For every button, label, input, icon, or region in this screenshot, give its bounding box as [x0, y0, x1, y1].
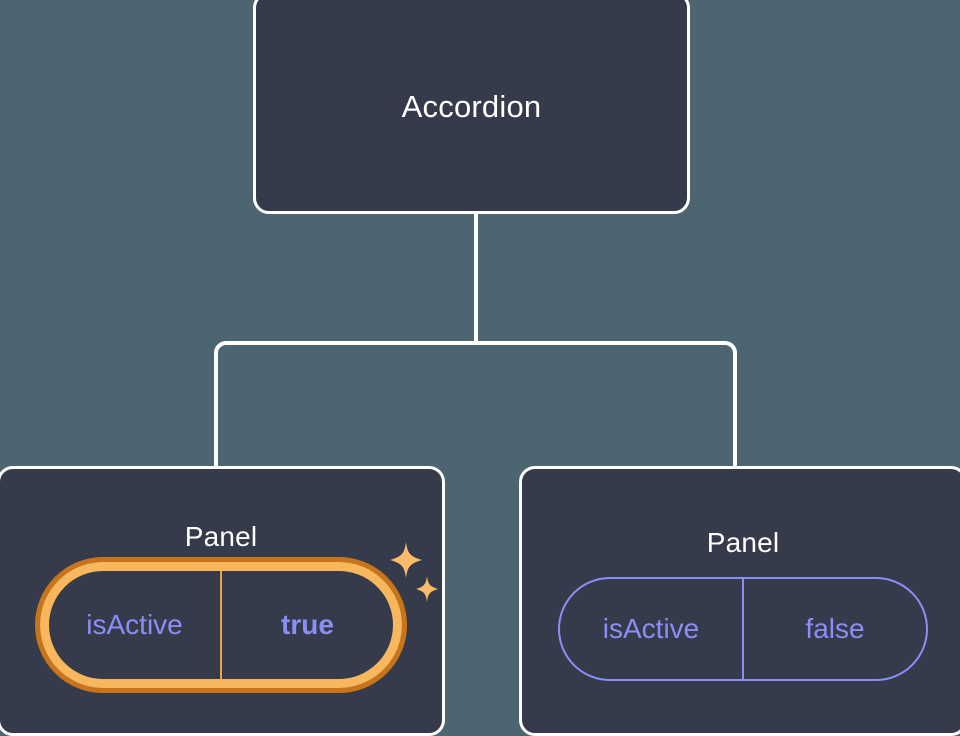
prop-pill-inner: isActive true	[40, 562, 402, 688]
node-accordion-title: Accordion	[401, 89, 542, 124]
node-panel-left[interactable]: Panel isActive true	[0, 466, 445, 736]
prop-pill-isactive-false[interactable]: isActive false	[558, 577, 928, 681]
edge-root-to-panel-left	[214, 341, 476, 470]
prop-pill-highlight-ring	[35, 557, 407, 693]
node-panel-left-title: Panel	[184, 521, 258, 552]
prop-name-isactive: isActive	[86, 609, 183, 640]
node-accordion[interactable]: Accordion	[253, 0, 690, 214]
edge-root-to-panel-right	[476, 341, 737, 470]
prop-value-true: true	[220, 571, 393, 679]
prop-name-isactive: isActive	[602, 613, 700, 644]
node-panel-right-title: Panel	[706, 527, 780, 558]
prop-value-false: false	[742, 579, 926, 679]
prop-pill-isactive-true[interactable]: isActive true	[35, 557, 407, 693]
node-panel-right[interactable]: Panel isActive false	[519, 466, 960, 736]
